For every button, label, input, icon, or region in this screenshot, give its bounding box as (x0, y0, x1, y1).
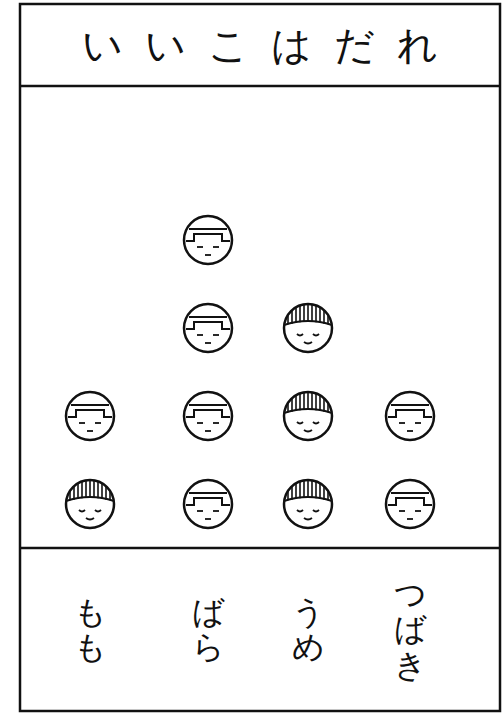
title-divider (20, 85, 500, 88)
boy-face (184, 216, 232, 264)
flower-label: つばき (394, 577, 426, 683)
girl-face (66, 480, 114, 528)
frame (20, 4, 500, 711)
boy-face (66, 392, 114, 440)
girl-face (284, 304, 332, 352)
flower-label: もも (74, 595, 106, 665)
label-divider (20, 547, 500, 550)
flower-label: ばら (192, 595, 224, 665)
flower-label: うめ (292, 595, 324, 665)
boy-face (184, 304, 232, 352)
boy-face (386, 392, 434, 440)
girl-face (284, 392, 332, 440)
title: いいこはだれ (82, 21, 460, 69)
boy-face (386, 480, 434, 528)
girl-face (284, 480, 332, 528)
boy-face (184, 480, 232, 528)
boy-face (184, 392, 232, 440)
